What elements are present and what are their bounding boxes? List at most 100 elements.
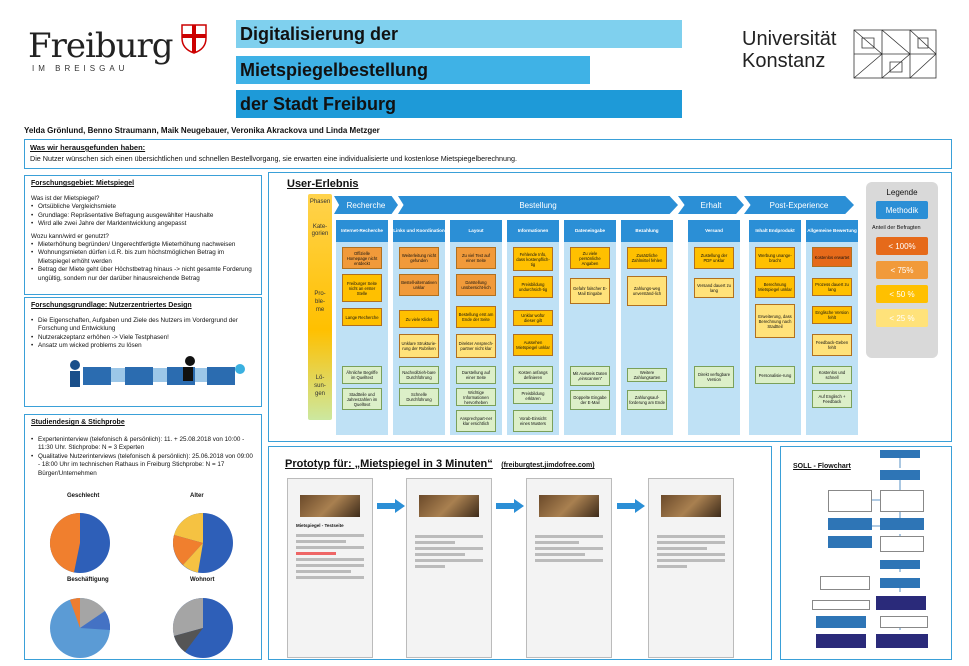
problem-card: Aussehen Mietspiegel unklar xyxy=(513,334,553,356)
person-icon xyxy=(185,356,195,366)
flow-node xyxy=(828,536,872,548)
ux-title: User-Erlebnis xyxy=(287,178,359,190)
legend-level-100: < 100% xyxy=(876,237,928,255)
pie-title-geschlecht: Geschlecht xyxy=(67,493,100,499)
person-icon xyxy=(70,360,80,370)
solution-card: Auf Englisch + Feedback xyxy=(812,390,852,408)
problem-card: Unklare Strukturie-rung der Rubriken xyxy=(399,334,439,358)
problem-card: Zu viele Klicks xyxy=(399,310,439,328)
problem-card: Zustellung der PDF unklar xyxy=(694,247,734,269)
prototype-url: (freiburgtest.jimdofree.com) xyxy=(501,462,595,469)
arrow-right-icon xyxy=(377,499,405,513)
pie-title-alter: Alter xyxy=(190,493,204,499)
research-box: Forschungsgebiet: Mietspiegel Was ist de… xyxy=(24,175,262,295)
list-item: Die Eigenschaften, Aufgaben und Ziele de… xyxy=(31,317,255,334)
prototype-title-row: Prototyp für: „Mietspiegel in 3 Minuten“… xyxy=(285,454,595,472)
research-q2-list: Mieterhöhung begründen/ Ungerechtfertigt… xyxy=(31,241,255,283)
problem-card: Weiterleitung nicht gefunden xyxy=(399,247,439,269)
flow-node xyxy=(828,518,872,530)
phase-post-experience: Post-Experience xyxy=(744,196,854,214)
problem-card: Prozess dauert zu lang xyxy=(812,278,852,296)
column-head: Informationen xyxy=(507,220,559,242)
screen-title: Mietspiegel - Testseite xyxy=(296,523,344,528)
ux-column-internet-recherche: Internet-Recherche Offizielle Homepage n… xyxy=(336,220,388,435)
pie-chart-beschaeftigung xyxy=(50,597,111,658)
list-item: Ansatz um wicked problems zu lösen xyxy=(31,342,255,351)
pie-title-beschaeftigung: Beschäftigung xyxy=(67,577,109,583)
ux-column-layout: Layout Zu viel Text auf einer Seite Dars… xyxy=(450,220,502,435)
problem-card: Lange Recherche xyxy=(342,308,382,326)
list-item: Wird alle zwei Jahre der Marktentwicklun… xyxy=(31,220,255,229)
prototype-title: Prototyp für: „Mietspiegel in 3 Minuten“ xyxy=(285,458,493,470)
title-line-2: Mietspiegelbestellung xyxy=(236,56,590,84)
ux-legend: Legende Methodik Anteil der Befragten < … xyxy=(866,182,938,358)
legend-level-25: < 25 % xyxy=(876,309,928,327)
problem-card: Gefahr falscher E-Mail Eingabe xyxy=(570,278,610,304)
solution-card: Schnelle Durchführung xyxy=(399,388,439,406)
phase-erhalt: Erhalt xyxy=(678,196,744,214)
list-item: Grundlage: Repräsentative Befragung ausg… xyxy=(31,212,255,221)
problem-card: Preisbildung undurchsich-tig xyxy=(513,276,553,298)
solution-card: Preisbildung erklären xyxy=(513,388,553,404)
problem-card: Kostenlos erwartet xyxy=(812,247,852,267)
solution-card: Kosten anfangs definieren xyxy=(513,366,553,384)
flow-node xyxy=(812,600,870,610)
phase-bestellung: Bestellung xyxy=(398,196,678,214)
flow-node xyxy=(876,634,928,648)
ux-column-bezahlung: Bezahlung Zusätzliche Zahlmittel fehlen … xyxy=(621,220,673,435)
freiburg-shield-icon xyxy=(181,24,207,54)
flow-node xyxy=(880,518,924,530)
solution-card: Wichtige Informationen hervorheben xyxy=(456,388,496,406)
problem-card: Bestellung erst am Ende der Seite xyxy=(456,306,496,328)
legend-level-50: < 50 % xyxy=(876,285,928,303)
findings-text: Die Nutzer wünschen sich einen übersicht… xyxy=(30,154,518,163)
list-item: Nutzerakzeptanz erhöhen -> Viele Testpha… xyxy=(31,334,255,343)
solution-card: Ähnliche Begriffe im Quelltext xyxy=(342,366,382,384)
flowchart-title: SOLL - Flowchart xyxy=(793,463,851,470)
column-head: Dateneingabe xyxy=(564,220,616,242)
solution-card: Darstellung auf einer Seite xyxy=(456,366,496,384)
column-head: Links und Koordination xyxy=(393,220,445,242)
title-line-1: Digitalisierung der xyxy=(236,20,682,48)
problem-card: Englische Version fehlt xyxy=(812,306,852,324)
legend-share-label: Anteil der Befragten xyxy=(872,225,921,231)
row-label-phasen: Phasen xyxy=(309,199,331,205)
basis-title: Forschungsgrundlage: Nutzerzentriertes D… xyxy=(31,302,192,309)
solution-card: Weitere Zahlungsarten xyxy=(627,368,667,382)
ux-row-label-band xyxy=(308,194,332,420)
column-head: Internet-Recherche xyxy=(336,220,388,242)
solution-card: Stadtteile und Jahreszahlen im Quelltext xyxy=(342,388,382,410)
problem-card: Bestell-alternativen unklar xyxy=(399,274,439,296)
problem-card: Versand dauert zu lang xyxy=(694,278,734,298)
solution-card: Personalisie-rung xyxy=(755,366,795,384)
list-item: Ortsübliche Vergleichsmiete xyxy=(31,203,255,212)
flow-node xyxy=(880,560,920,569)
screen-hero-image xyxy=(419,495,479,517)
ux-column-dateneingabe: Dateneingabe Zu viele persönliche Angabe… xyxy=(564,220,616,435)
solution-card: Zahlungsauf-forderung am Ende xyxy=(627,390,667,410)
research-q1: Was ist der Mietspiegel? xyxy=(31,195,100,202)
problem-card: Zu viele persönliche Angaben xyxy=(570,247,610,269)
flow-node xyxy=(880,490,924,512)
list-item: Mieterhöhung begründen/ Ungerechtfertigt… xyxy=(31,241,255,250)
list-item: Betrag der Miete geht über Höchstbetrag … xyxy=(31,266,255,283)
prototype-screen-4 xyxy=(648,478,734,658)
row-label-probleme: Pro-ble-me xyxy=(314,291,326,313)
ux-column-informationen: Informationen Fehlende Info, dass kosten… xyxy=(507,220,559,435)
study-box: Studiendesign & Stichprobe Experteninter… xyxy=(24,414,262,660)
screen-hero-image xyxy=(539,495,599,517)
research-q2: Wozu kann/wird er genutzt? xyxy=(31,232,109,240)
arrow-right-icon xyxy=(617,499,645,513)
uni-konstanz-emblem-icon xyxy=(853,29,937,79)
problem-card: Zu viel Text auf einer Seite xyxy=(456,247,496,269)
freiburg-logo: Freiburg IM BREISGAU xyxy=(28,24,218,83)
screen-hero-image xyxy=(661,495,721,517)
problem-card: Unklar wofür dieser gilt xyxy=(513,310,553,326)
row-label-loesungen: Lö-sun-gen xyxy=(314,375,326,397)
problem-card: Direkter Ansprech-partner nicht klar xyxy=(456,334,496,358)
column-head: Bezahlung xyxy=(621,220,673,242)
ux-column-links: Links und Koordination Weiterleitung nic… xyxy=(393,220,445,435)
flow-node xyxy=(880,616,928,628)
legend-level-75: < 75% xyxy=(876,261,928,279)
problem-card: Zahlungs-weg unverständ-lich xyxy=(627,276,667,306)
